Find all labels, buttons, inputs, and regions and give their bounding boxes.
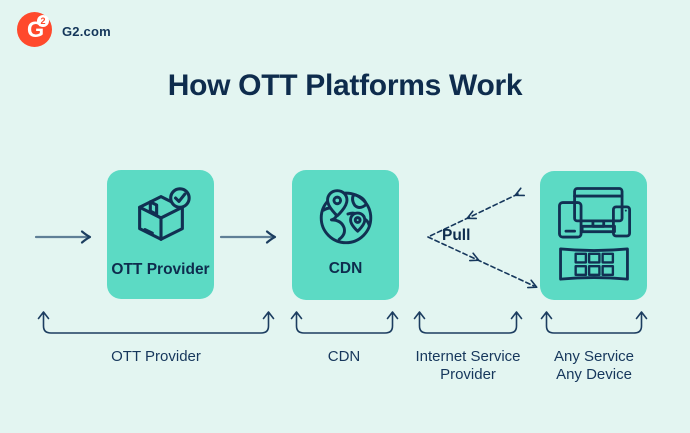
pull-label: Pull xyxy=(442,227,471,244)
right-arrow-icon xyxy=(219,230,277,244)
package-check-icon xyxy=(137,187,191,241)
g2-logo: G 2 xyxy=(17,12,52,47)
flow-box-devices xyxy=(540,171,647,300)
box-label-cdn: CDN xyxy=(328,260,363,277)
legend-label-any-service-any-device: Any Service Any Device xyxy=(553,348,635,383)
legend-label-internet-service-provider: Internet Service Provider xyxy=(415,348,521,383)
box-label-ott-provider: OTT Provider xyxy=(111,261,210,278)
page-title: How OTT Platforms Work xyxy=(167,69,523,102)
range-bracket-icon xyxy=(540,311,648,334)
pull-dashed-arrows-icon xyxy=(427,187,538,289)
flow-box-ott-provider: OTT Provider xyxy=(107,170,214,299)
globe-location-pins-icon xyxy=(319,189,372,245)
multi-device-screens-icon xyxy=(557,186,631,281)
legend-label-cdn: CDN xyxy=(327,348,361,365)
site-label: G2.com xyxy=(62,24,111,39)
range-bracket-icon xyxy=(413,311,523,334)
flow-box-cdn: CDN xyxy=(292,170,399,300)
right-arrow-icon xyxy=(34,230,92,244)
legend-label-ott-provider: OTT Provider xyxy=(111,348,201,365)
range-bracket-icon xyxy=(37,311,275,334)
g2-logo-superscript: 2 xyxy=(37,15,49,27)
range-bracket-icon xyxy=(290,311,399,334)
